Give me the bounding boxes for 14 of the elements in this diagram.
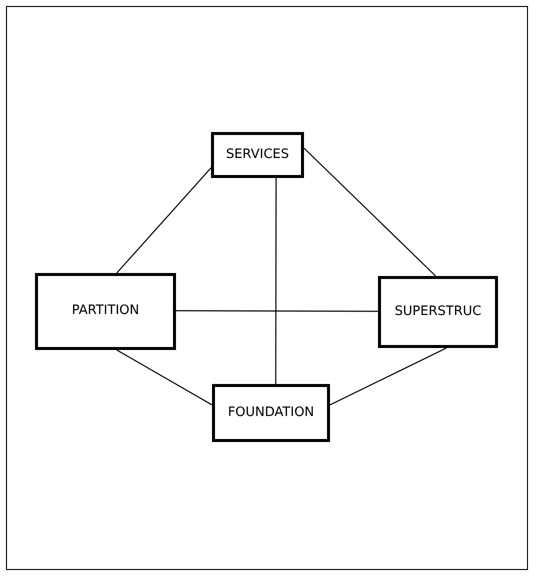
process-box: [211, 132, 304, 178]
connector-line: [275, 178, 277, 384]
box-label: PARTITION: [72, 303, 140, 320]
process-box: [35, 273, 176, 350]
connector-line: [176, 310, 378, 312]
connector-line: [116, 168, 212, 274]
box-label: SUPERSTRUC: [394, 304, 482, 320]
box-label: FOUNDATION: [228, 404, 314, 422]
process-box: [378, 276, 498, 348]
connector-line: [304, 148, 436, 276]
connector-line: [330, 348, 447, 406]
process-box: [212, 384, 330, 442]
connector-line: [116, 350, 212, 406]
box-label: SERVICES: [226, 146, 290, 164]
